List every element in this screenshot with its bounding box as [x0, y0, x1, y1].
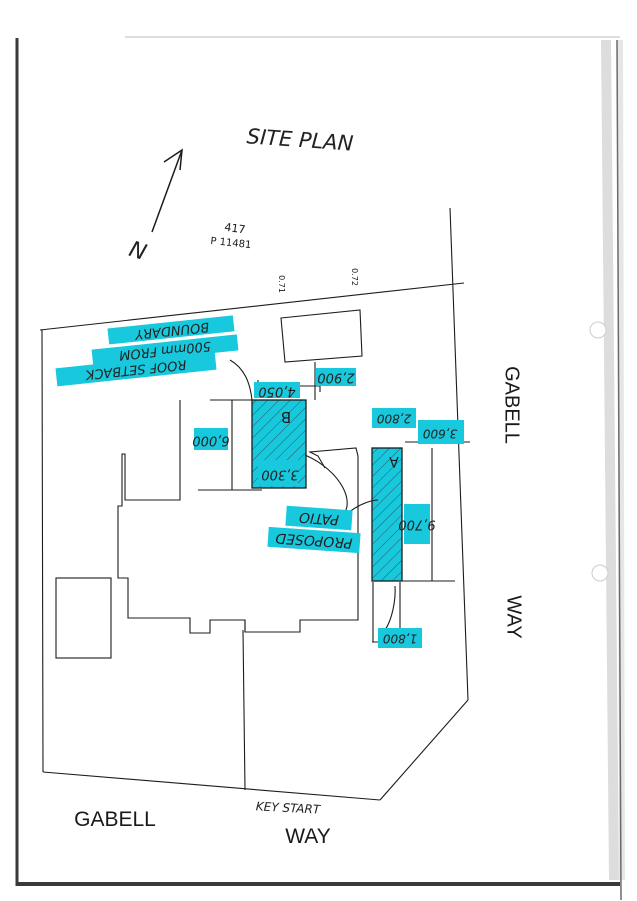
patio-note-line-1: PROPOSED — [275, 529, 353, 550]
dim-b-width: 4,050 — [258, 384, 295, 399]
patio-note-line-2: PATIO — [298, 509, 339, 528]
north-label: N — [126, 237, 149, 266]
dim-a-side: 3,600 — [422, 427, 457, 441]
dim-b-height: 3,300 — [261, 467, 298, 482]
street-bottom-right: WAY — [285, 825, 331, 848]
setback-note: BOUNDARY 500mm FROM ROOF SETBACK — [55, 315, 239, 387]
dim-rear-gap: 2,900 — [317, 370, 354, 385]
dimension-labels: 4,050 2,900 6,000 3,300 2,800 3,600 9,70… — [192, 368, 464, 648]
kerb-note: KEY START — [256, 799, 323, 816]
area-a: A — [371, 447, 403, 582]
north-arrow: N — [126, 148, 183, 266]
street-right-bottom: WAY — [503, 595, 525, 638]
area-b-label: B — [281, 408, 291, 426]
garage — [55, 577, 112, 659]
house-footprint — [117, 400, 359, 634]
scan-border — [15, 36, 625, 901]
lot-number: 417 — [224, 221, 247, 237]
lot-boundary — [39, 207, 469, 801]
street-bottom-left: GABELL — [74, 808, 156, 831]
dim-b-depth: 6,000 — [192, 433, 229, 448]
boundary-offset-1: 0.71 — [277, 275, 286, 293]
dim-a-bottom: 1,800 — [382, 632, 417, 646]
patio-note: PATIO PROPOSED — [267, 505, 361, 554]
boundary-offset-2: 0.72 — [350, 268, 359, 286]
site-plan-title: SITE PLAN — [246, 124, 354, 155]
dimension-lines — [198, 362, 470, 643]
dim-a-length: 9,700 — [398, 517, 435, 532]
area-a-label: A — [389, 453, 399, 469]
area-a-hatched — [371, 447, 403, 582]
dim-a-width: 2,800 — [376, 412, 411, 426]
rear-shed — [280, 309, 363, 363]
plan-number: P 11481 — [210, 236, 252, 251]
street-right-top: GABELL — [501, 366, 523, 444]
